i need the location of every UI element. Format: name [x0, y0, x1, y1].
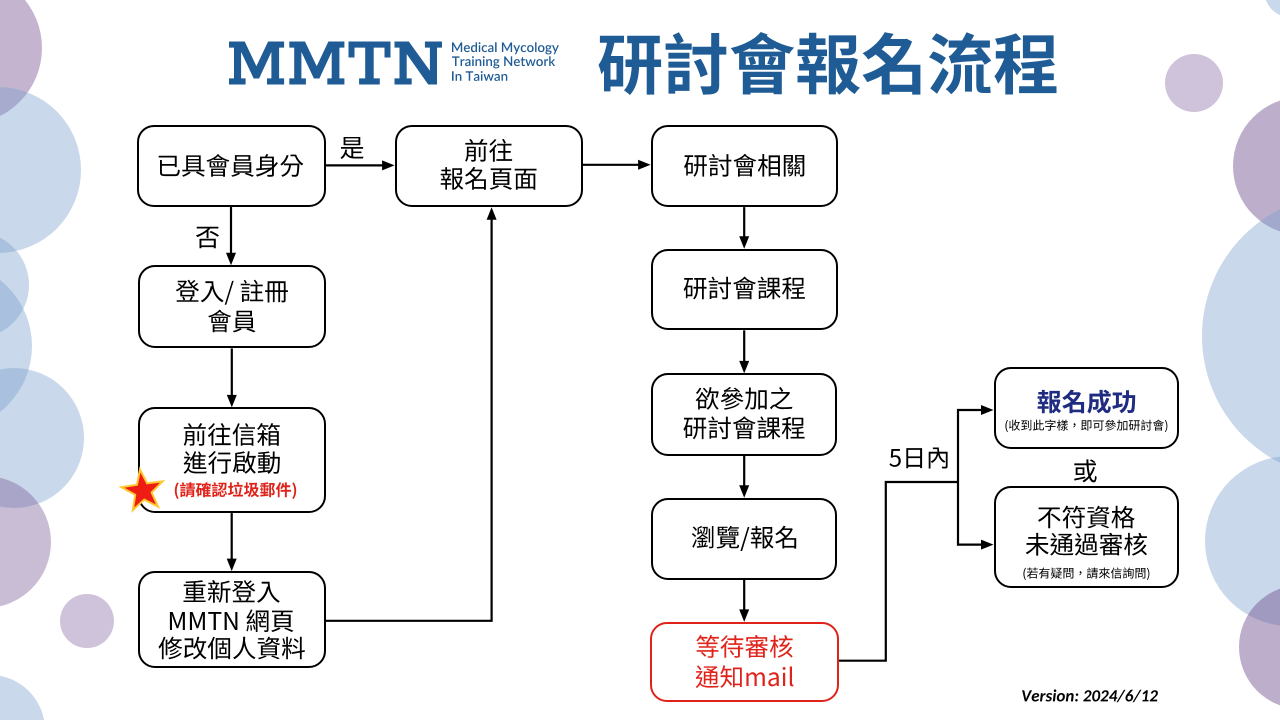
node-line: 前往信箱 [184, 418, 280, 446]
node-line: 研討會課程 [684, 415, 804, 443]
arrowhead [739, 609, 750, 622]
connector-line [956, 482, 983, 546]
node-line: (請確認垃圾郵件) [140, 474, 324, 502]
arrowhead [226, 394, 237, 408]
node-line: 研討會相關 [684, 152, 804, 180]
node-line: 會員 [208, 307, 256, 335]
node-not-qualified[interactable]: 不符資格未通過審核(若有疑問，請來信詢問) [993, 486, 1180, 589]
node-seminar-courses[interactable]: 研討會課程 [650, 248, 838, 331]
background-bubble [0, 87, 81, 253]
node-member-status[interactable]: 已具會員身分 [136, 124, 326, 207]
node-desired-seminar-courses[interactable]: 欲參加之研討會課程 [650, 373, 838, 456]
node-line: 未通過審核 [1026, 523, 1146, 551]
label-yes: 是 [340, 135, 364, 170]
node-line: 不符資格 [1038, 495, 1134, 523]
node-line: 研討會課程 [684, 276, 804, 304]
background-bubble [60, 594, 114, 648]
label-or: 或 [1073, 458, 1097, 493]
page-title: 研討會報名流程 [594, 28, 1042, 120]
arrowhead [226, 252, 236, 266]
node-relogin-update-profile[interactable]: 重新登入MMTN 網頁修改個人資料 [137, 571, 326, 668]
logo-subtext-line-2: Training Network [483, 69, 573, 83]
arrowhead [981, 539, 994, 550]
node-registration-success[interactable]: 報名成功(收到此字樣，即可參加研討會) [993, 367, 1180, 450]
label-no: 否 [195, 225, 219, 260]
node-login-register-member[interactable]: 登入/ 註冊會員 [138, 265, 326, 349]
arrowhead [739, 360, 750, 374]
node-line: 欲參加之 [696, 387, 792, 415]
arrowhead [226, 558, 237, 572]
node-line: 報名頁面 [441, 166, 537, 194]
background-bubble [1264, 0, 1280, 18]
connector-line [325, 218, 493, 622]
node-activate-mailbox[interactable]: 前往信箱進行啟動(請確認垃圾郵件) [137, 407, 326, 514]
logo-wordmark: MMTN [229, 35, 379, 91]
label-within-5-days: 5日內 [887, 446, 948, 481]
connector-lines [226, 159, 994, 662]
connector-line [839, 480, 958, 662]
mmtn-logo: MMTN Medical Mycology Training Network I… [229, 34, 577, 90]
node-line: 前往 [465, 138, 513, 166]
node-line: 重新登入 [184, 577, 280, 605]
node-line: (若有疑問，請來信詢問) [958, 551, 1214, 579]
node-line: 已具會員身分 [159, 152, 303, 180]
logo-subtext-line-1: Medical Mycology [383, 69, 478, 83]
background-bubble [0, 675, 45, 720]
node-line: 通知mail [698, 662, 790, 690]
node-goto-registration-page[interactable]: 前往報名頁面 [394, 125, 583, 207]
node-line: 報名成功 [1038, 380, 1134, 408]
version-label: Version: 2024/6/12 [1027, 686, 1175, 706]
node-line: MMTN 網頁 [168, 605, 295, 633]
arrowhead [739, 485, 750, 498]
arrowhead [382, 160, 395, 171]
node-line: (收到此字樣，即可參加研討會) [922, 408, 1250, 436]
arrowhead [638, 159, 651, 170]
node-line: 修改個人資料 [160, 633, 304, 661]
node-line: 登入/ 註冊 [177, 279, 286, 307]
node-seminar-related[interactable]: 研討會相關 [650, 124, 838, 208]
arrowhead [486, 207, 497, 220]
node-line: 瀏覽/報名 [693, 525, 796, 553]
node-line: 等待審核 [697, 634, 793, 662]
background-bubble [1165, 54, 1223, 112]
node-line: 進行啟動 [184, 446, 280, 474]
node-browse-register[interactable]: 瀏覽/報名 [651, 497, 837, 580]
arrowhead [739, 236, 750, 249]
logo-subtext-line-3: In Taiwan [229, 94, 279, 108]
node-wait-review-mail[interactable]: 等待審核通知mail [650, 621, 839, 703]
